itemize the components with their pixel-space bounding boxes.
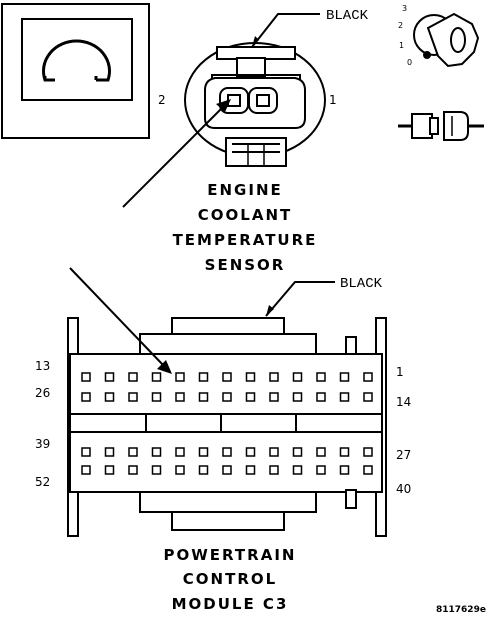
pin-cavity: [222, 392, 232, 402]
module-title-line-1: POWERTRAIN: [164, 546, 297, 564]
pin-cavity: [316, 392, 326, 402]
pcm-probe-arrow: [69, 267, 172, 374]
pin-cavity: [151, 372, 162, 382]
sensor-title-line-3: TEMPERATURE: [173, 231, 318, 249]
pin-cavity: [363, 447, 373, 457]
pin-cavity: [292, 465, 303, 475]
pin-cavity: [222, 465, 232, 475]
module-callout-leader: [265, 281, 335, 317]
pcm-connector: [67, 317, 387, 537]
pin-cavity: [104, 447, 115, 457]
ignition-position-2: 2: [398, 21, 403, 30]
pin-cavity: [198, 392, 209, 402]
pin-cavity: [222, 447, 232, 457]
pin-cavity-grid: [81, 372, 373, 475]
pin-cavity: [175, 372, 185, 382]
ignition-key-icon: 3 2 1 0: [398, 4, 480, 68]
pin-cavity: [292, 447, 303, 457]
pin-cavity: [363, 372, 373, 382]
pcm-pin-label-1: 1: [396, 365, 404, 379]
pcm-pin-label-14: 14: [396, 395, 411, 409]
pcm-pin-label-39: 39: [35, 437, 50, 451]
pin-cavity: [245, 392, 256, 402]
pin-cavity: [151, 447, 162, 457]
pin-cavity: [104, 465, 115, 475]
pin-cavity: [175, 392, 185, 402]
pin-cavity: [339, 392, 350, 402]
pcm-pin-label-26: 26: [35, 386, 50, 400]
module-title: POWERTRAIN CONTROL MODULE C3: [164, 546, 297, 613]
sensor-title-line-1: ENGINE: [207, 181, 283, 199]
pin-cavity: [175, 465, 185, 475]
pin-cavity: [316, 465, 326, 475]
pin-cavity: [128, 392, 138, 402]
pin-cavity: [316, 447, 326, 457]
pin-cavity: [245, 465, 256, 475]
module-title-line-3: MODULE C3: [172, 595, 289, 613]
pcm-pin-label-13: 13: [35, 359, 50, 373]
pin-cavity: [104, 392, 115, 402]
pcm-pin-label-52: 52: [35, 475, 50, 489]
pin-cavity: [81, 447, 91, 457]
pin-cavity: [175, 447, 185, 457]
pin-cavity: [339, 447, 350, 457]
pin-cavity: [198, 465, 209, 475]
pcm-pin-label-40: 40: [396, 482, 411, 496]
pin-cavity: [363, 465, 373, 475]
pin-cavity: [316, 372, 326, 382]
pin-cavity: [151, 465, 162, 475]
sensor-probe-arrow: [122, 99, 231, 208]
sensor-pin-1-label: 1: [329, 93, 337, 107]
sensor-connector: [184, 42, 326, 167]
pin-cavity: [198, 372, 209, 382]
pin-cavity: [245, 372, 256, 382]
sensor-title: ENGINE COOLANT TEMPERATURE SENSOR: [173, 181, 318, 274]
pin-cavity: [81, 372, 91, 382]
pin-cavity: [269, 372, 279, 382]
pin-cavity: [128, 447, 138, 457]
pin-cavity: [245, 447, 256, 457]
ignition-position-0: 0: [407, 58, 412, 67]
pin-cavity: [292, 392, 303, 402]
pin-cavity: [222, 372, 232, 382]
module-title-line-2: CONTROL: [183, 570, 277, 588]
pin-cavity: [128, 465, 138, 475]
ignition-position-1: 1: [399, 41, 404, 50]
pin-cavity: [128, 372, 138, 382]
pin-cavity: [363, 392, 373, 402]
ohm-symbol-icon: [1, 3, 150, 139]
sensor-pin-2-label: 2: [158, 93, 166, 107]
pin-cavity: [292, 372, 303, 382]
pin-cavity: [81, 465, 91, 475]
pin-cavity: [339, 465, 350, 475]
sensor-callout-leader: [251, 13, 320, 48]
pcm-pin-label-27: 27: [396, 448, 411, 462]
pin-cavity: [269, 465, 279, 475]
sensor-title-line-4: SENSOR: [205, 256, 286, 274]
figure-reference: 8117629e: [436, 605, 486, 615]
connector-icon: [398, 111, 484, 141]
pin-cavity: [81, 392, 91, 402]
module-callout-label: BLACK: [340, 276, 383, 292]
pin-cavity: [269, 392, 279, 402]
sensor-callout-label: BLACK: [326, 8, 369, 24]
pin-cavity: [269, 447, 279, 457]
pin-cavity: [151, 392, 162, 402]
pin-cavity: [104, 372, 115, 382]
pin-cavity: [339, 372, 350, 382]
pin-cavity: [198, 447, 209, 457]
sensor-title-line-2: COOLANT: [198, 206, 292, 224]
ignition-position-3: 3: [402, 4, 407, 13]
